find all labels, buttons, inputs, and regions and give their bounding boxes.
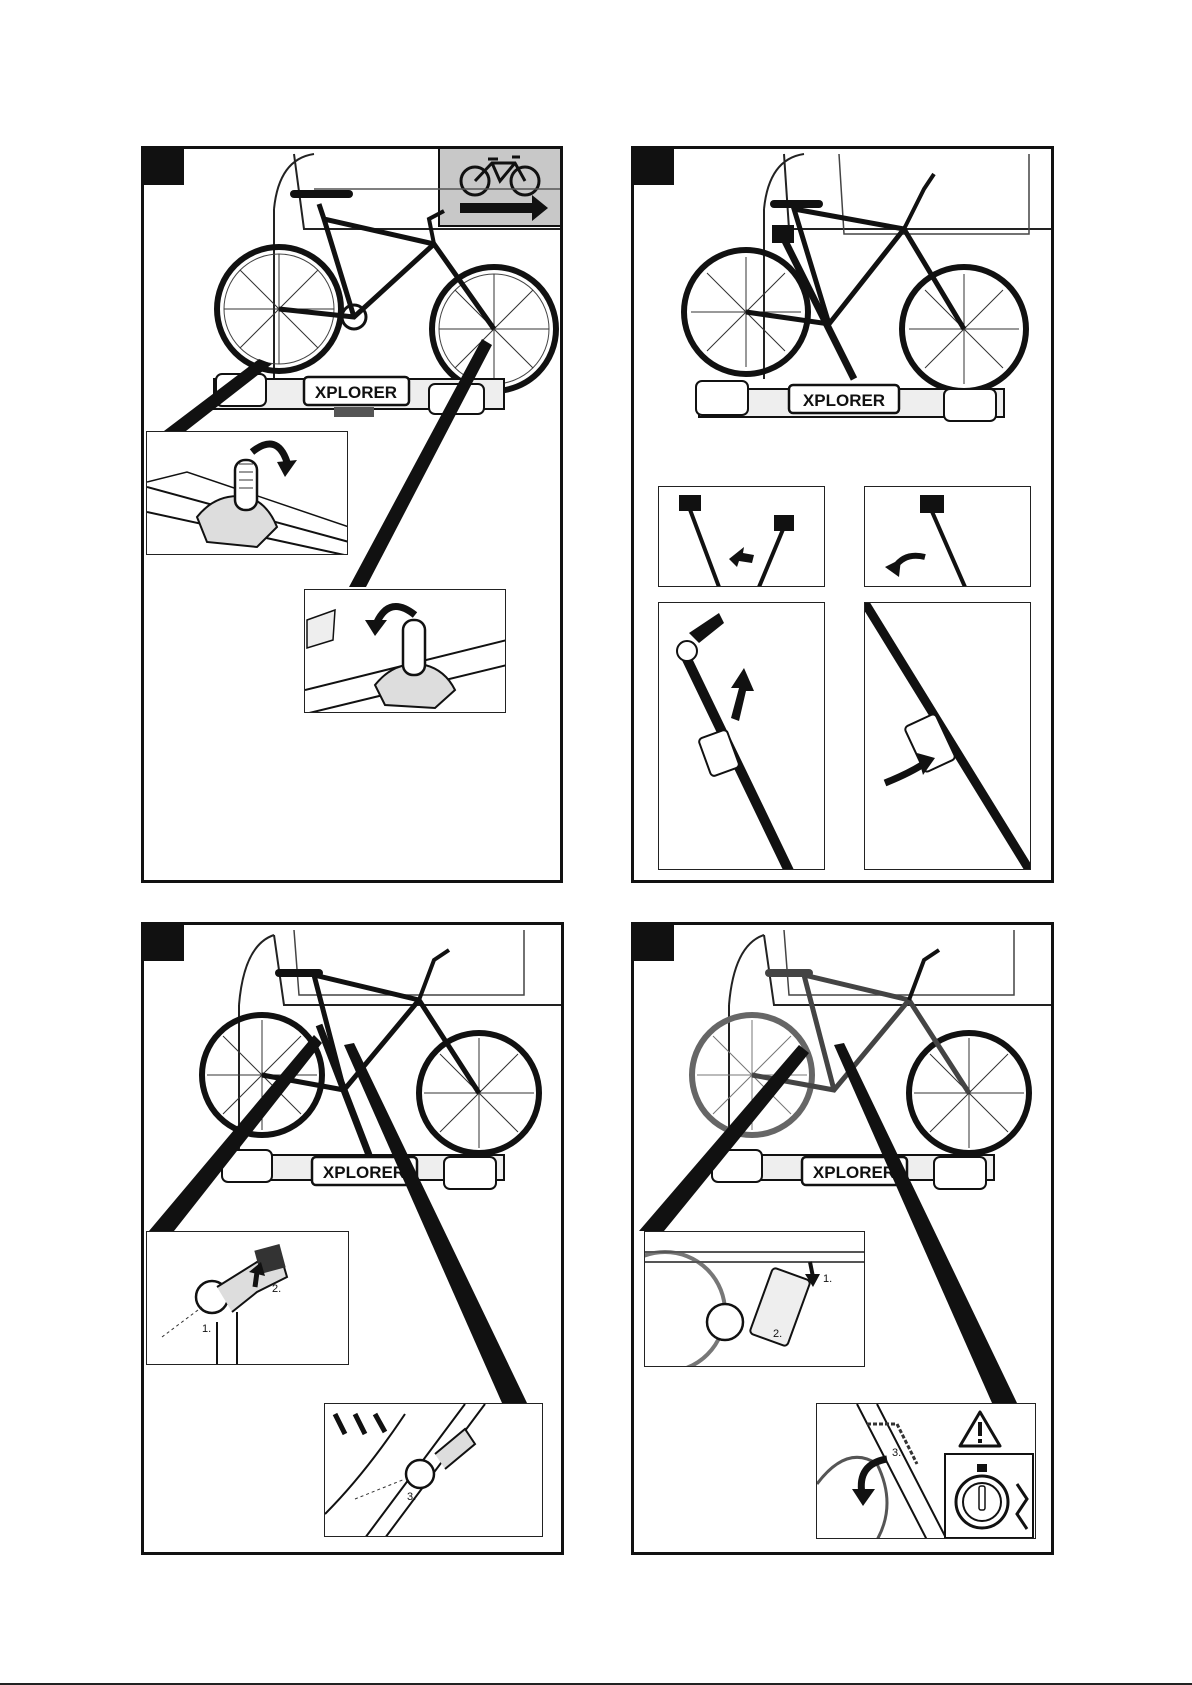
callout-2: 2. [773,1328,782,1340]
detail-inset-clamp-tighten: 1. 2. [644,1231,865,1367]
callout-3: 3. [407,1491,416,1503]
detail-inset-clamp-close [864,602,1031,870]
lock-knob-icon [945,1454,1033,1538]
detail-inset-lock-warning: 3. [816,1403,1036,1539]
step-panel-4: XPLORER 1. 2. 3. [631,922,1054,1555]
detail-inset-knob-lock: 3. [324,1403,543,1537]
plate-label: XPLORER [315,383,397,402]
plate-label: XPLORER [323,1163,405,1182]
step-panel-3: XPLORER 2. 1. 3. [141,922,564,1555]
detail-inset-front-strap [304,589,506,713]
detail-inset-arm-unfold [658,486,825,587]
callout-1: 1. [202,1323,211,1335]
arrow-icon [729,547,754,567]
callout-1: 1. [823,1273,832,1285]
step-panel-1: XPLORER [141,146,563,883]
detail-inset-rear-strap [146,431,348,555]
detail-inset-arm-extend [658,602,825,870]
callout-3: 3. [892,1447,901,1459]
plate-label: XPLORER [803,391,885,410]
arrow-up-icon [731,668,754,721]
step-panel-2: XPLORER [631,146,1054,883]
detail-inset-arm-rotate [864,486,1031,587]
warning-triangle-icon [960,1412,1000,1446]
plate-label: XPLORER [813,1163,895,1182]
rotate-arrow-icon [252,444,297,477]
callout-2: 2. [272,1283,281,1295]
rotate-arrow-icon [852,1459,887,1506]
detail-inset-knob-turn: 2. 1. [146,1231,349,1365]
